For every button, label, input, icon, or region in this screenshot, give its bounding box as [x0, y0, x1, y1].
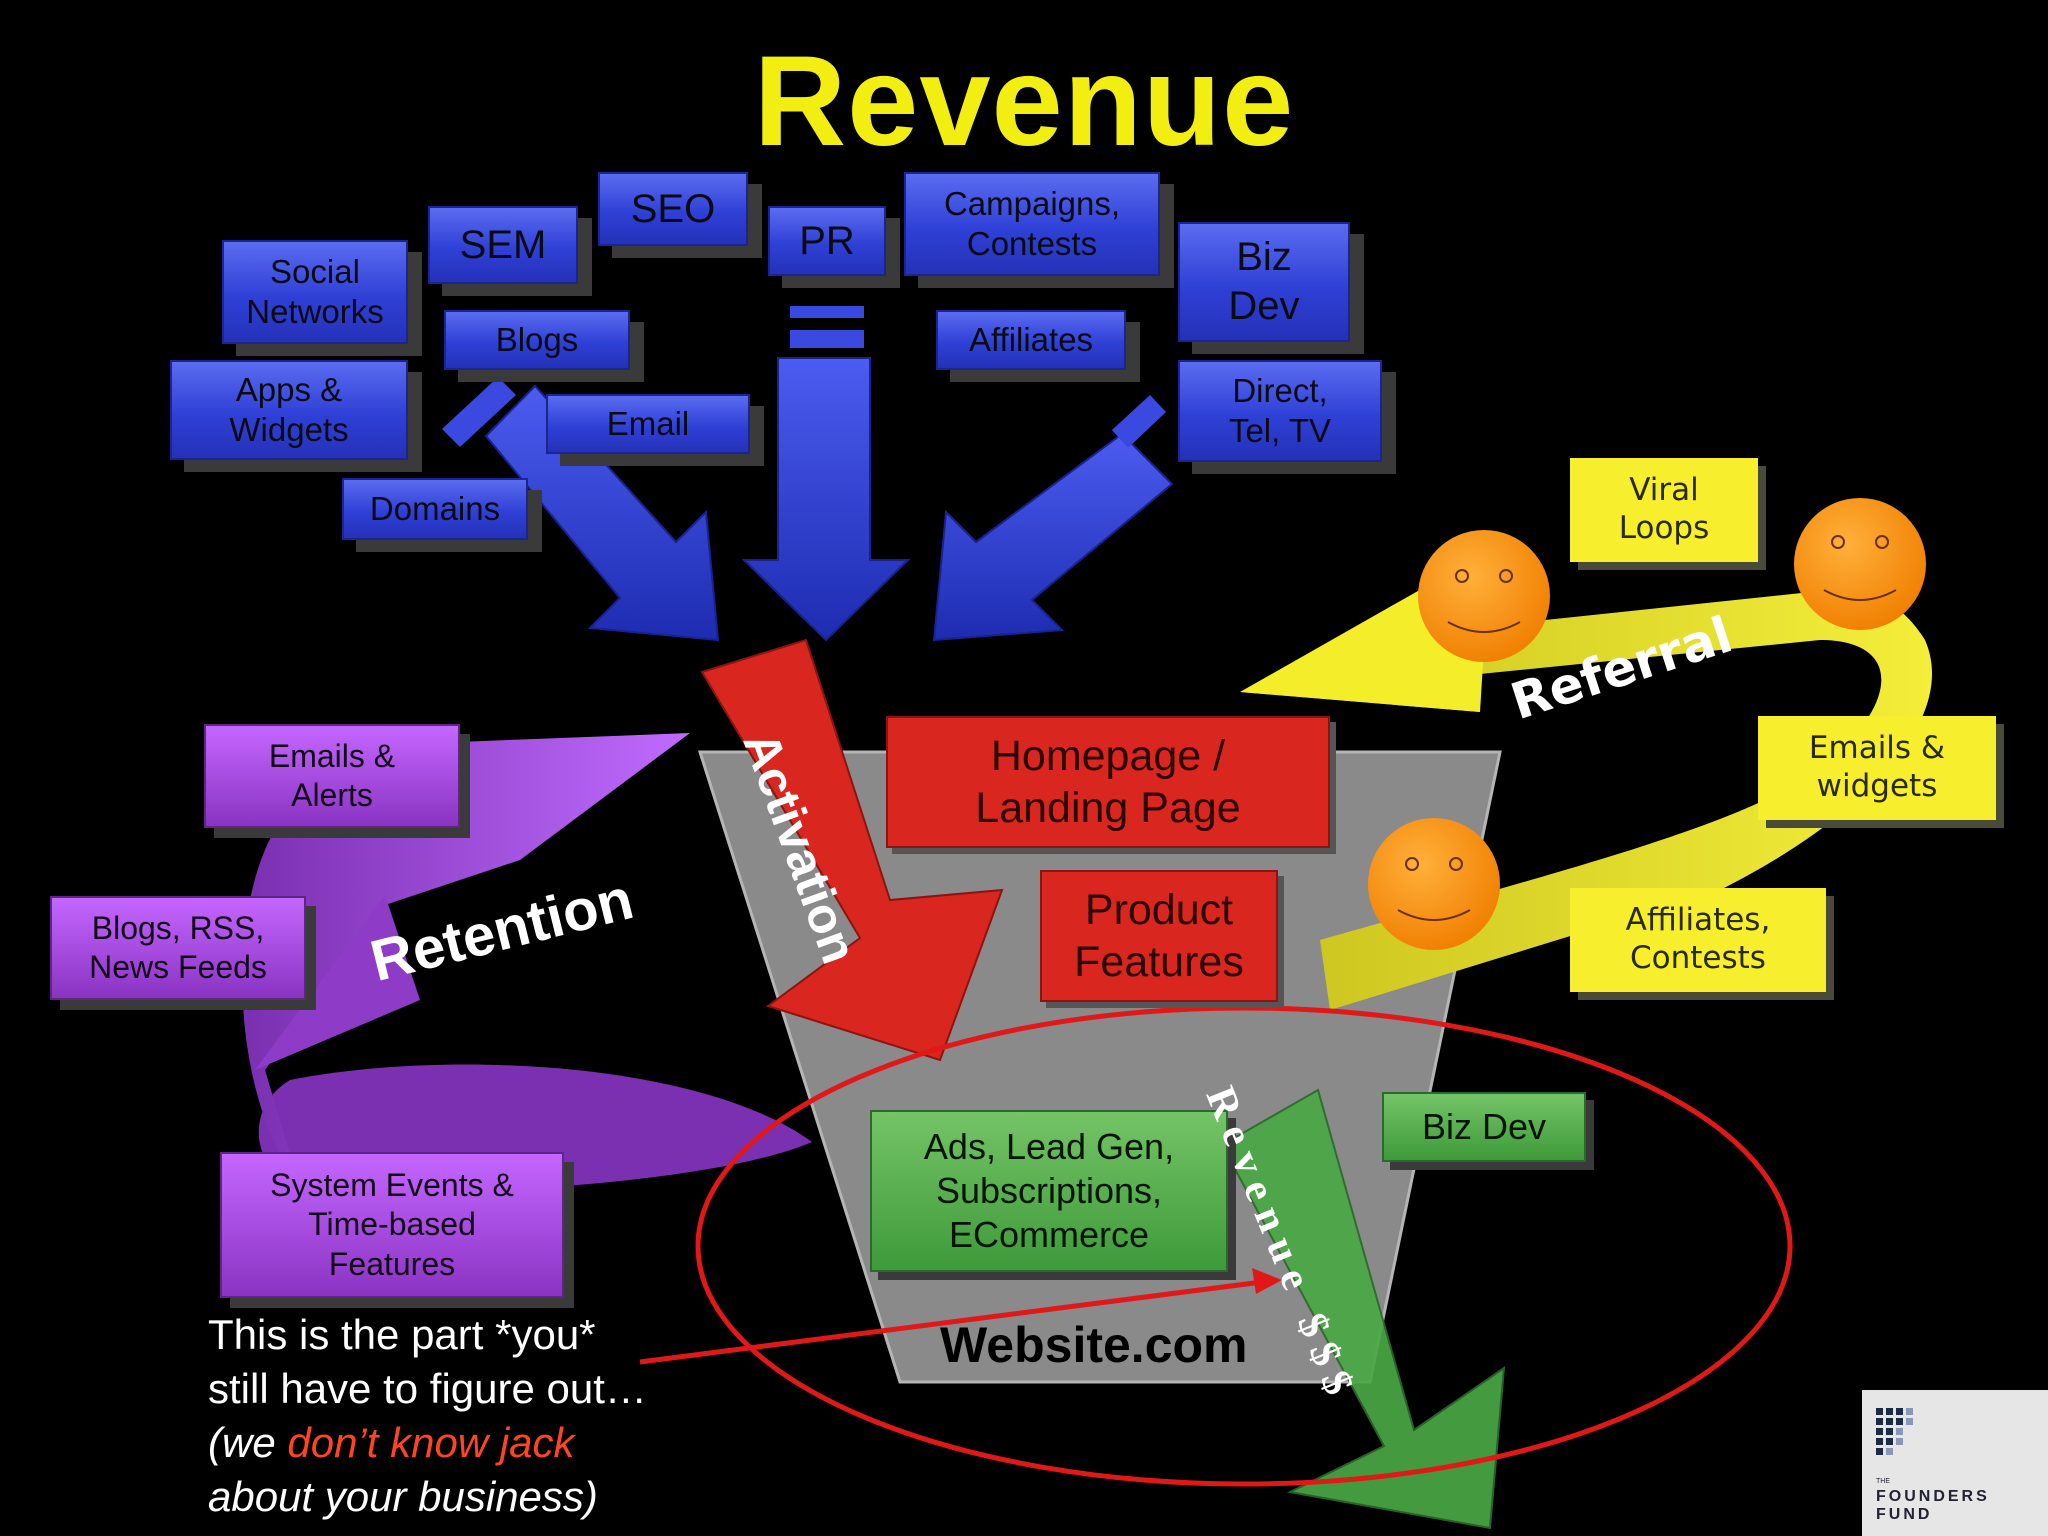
channel-affiliates: Affiliates: [936, 310, 1126, 370]
focus-ellipse: [695, 1005, 1793, 1487]
arrow-stripe: [442, 377, 516, 447]
acquisition-arrow-center: [741, 357, 911, 642]
channel-pr: PR: [768, 206, 886, 276]
note-line-4: about your business): [208, 1473, 598, 1520]
note-line-3-accent: don’t know jack: [287, 1419, 575, 1466]
referral-viral-loops: Viral Loops: [1570, 458, 1758, 562]
callout-note: This is the part *you* still have to fig…: [208, 1308, 647, 1524]
revenue-arrow: [1220, 1088, 1506, 1530]
retention-emails-alerts: Emails & Alerts: [204, 724, 460, 828]
funnel-biz-dev: Biz Dev: [1382, 1092, 1586, 1162]
logo-name: FOUNDERS FUND: [1876, 1488, 1990, 1523]
website-label: Website.com: [940, 1317, 1248, 1373]
channel-campaigns-contests: Campaigns, Contests: [904, 172, 1160, 276]
retention-arrow-head: [255, 895, 420, 1070]
funnel-homepage-landing-page: Homepage / Landing Page: [886, 716, 1330, 848]
smiley-face: [1418, 530, 1550, 662]
arrow-stripe: [790, 330, 864, 348]
channel-email: Email: [546, 394, 750, 454]
note-line-2: still have to figure out…: [208, 1365, 647, 1412]
note-line-3: (we don’t know jack: [208, 1416, 647, 1470]
note-line-1: This is the part *you*: [208, 1311, 596, 1358]
retention-blogs-rss: Blogs, RSS, News Feeds: [50, 896, 306, 1000]
activation-arrow: [700, 638, 1004, 1062]
channel-seo: SEO: [598, 172, 748, 246]
acquisition-arrow-right: [932, 432, 1174, 642]
logo-small-text: THE: [1876, 1478, 1890, 1485]
channel-apps-widgets: Apps & Widgets: [170, 360, 408, 460]
pointer-line: [639, 1279, 1263, 1365]
channel-biz-dev: Biz Dev: [1178, 222, 1350, 342]
founders-fund-logo: THE FOUNDERS FUND: [1862, 1390, 2048, 1536]
arrow-stripe: [790, 306, 864, 318]
smiley-face: [1368, 818, 1500, 950]
logo-dots-icon: [1876, 1408, 1913, 1455]
funnel-product-features: Product Features: [1040, 870, 1278, 1002]
channel-blogs: Blogs: [444, 310, 630, 370]
channel-direct-tel-tv: Direct, Tel, TV: [1178, 360, 1382, 462]
channel-social-networks: Social Networks: [222, 240, 408, 344]
referral-emails-widgets: Emails & widgets: [1758, 716, 1996, 820]
note-line-3-prefix: (we: [208, 1419, 288, 1466]
retention-system-events: System Events & Time-based Features: [220, 1152, 564, 1298]
arrow-stripe: [1112, 395, 1166, 448]
smiley-face: [1794, 498, 1926, 630]
channel-domains: Domains: [342, 478, 528, 540]
funnel-monetization: Ads, Lead Gen, Subscriptions, ECommerce: [870, 1110, 1228, 1272]
referral-affiliates-contests: Affiliates, Contests: [1570, 888, 1826, 992]
page-title: Revenue: [753, 30, 1295, 173]
pointer-arrowhead: [1252, 1268, 1282, 1294]
channel-sem: SEM: [428, 206, 578, 284]
retention-arrow: [242, 733, 690, 1188]
